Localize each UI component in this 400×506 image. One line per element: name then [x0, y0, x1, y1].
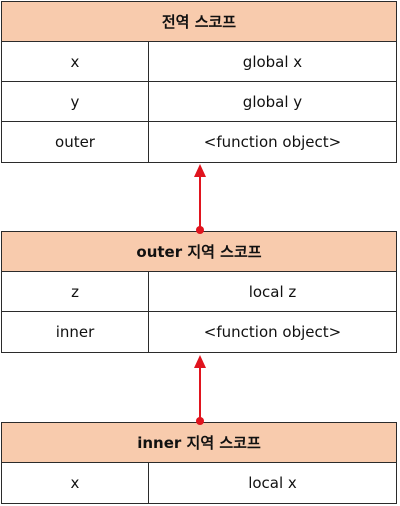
outer-scope-table: outer 지역 스코프 z local z inner <function o… [1, 231, 397, 353]
table-row: x global x [2, 42, 396, 82]
variable-name: outer [2, 122, 149, 162]
variable-value: local x [248, 474, 297, 492]
table-row: y global y [2, 82, 396, 122]
variable-value: local z [248, 282, 297, 301]
variable-value: <function object> [203, 133, 342, 151]
outer-scope-title: outer 지역 스코프 [2, 232, 396, 272]
variable-name: z [2, 272, 149, 311]
global-scope-title: 전역 스코프 [2, 2, 396, 42]
variable-value: <function object> [203, 323, 342, 341]
arrow-outer-to-global [194, 164, 206, 234]
table-row: z local z [2, 272, 396, 312]
variable-name: inner [2, 312, 149, 352]
inner-scope-table: inner 지역 스코프 x local x [1, 422, 397, 504]
variable-value: global x [242, 52, 303, 71]
global-scope-table: 전역 스코프 x global x y global y outer <func… [1, 1, 397, 163]
variable-name: x [2, 42, 149, 81]
variable-name: y [2, 82, 149, 121]
variable-name: x [2, 463, 149, 503]
table-row: x local x [2, 463, 396, 503]
variable-value: global y [242, 92, 303, 111]
table-row: inner <function object> [2, 312, 396, 352]
table-row: outer <function object> [2, 122, 396, 162]
arrow-head [194, 355, 206, 368]
arrow-inner-to-outer [194, 355, 206, 425]
arrow-head [194, 164, 206, 177]
inner-scope-title: inner 지역 스코프 [2, 423, 396, 463]
